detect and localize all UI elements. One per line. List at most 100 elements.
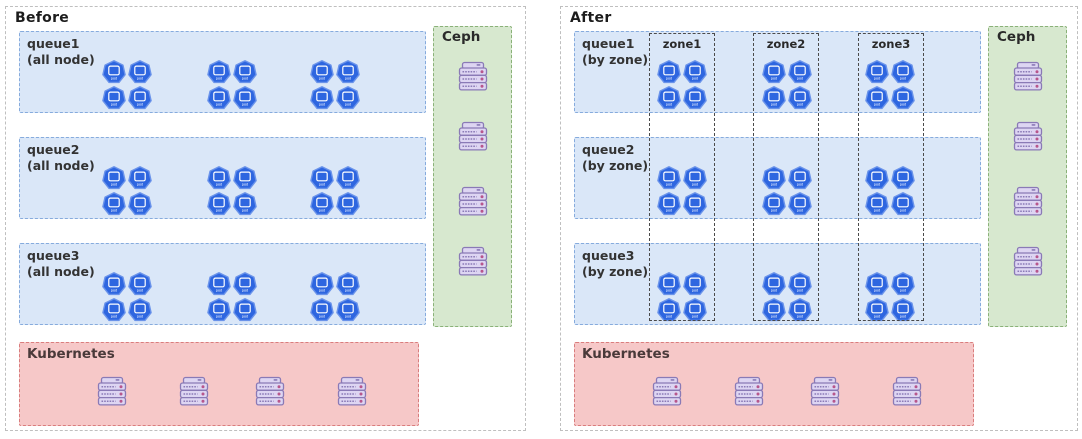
pod-icon: pod — [336, 192, 360, 216]
svg-text:pod: pod — [345, 183, 351, 187]
svg-text:pod: pod — [771, 315, 777, 319]
server-icon — [458, 186, 488, 216]
panel-before: Before queue1 (all node) pod pod pod pod… — [5, 6, 526, 431]
pod-group: pod pod pod pod — [865, 272, 917, 322]
pod-icon: pod — [233, 86, 257, 110]
server-icon — [1013, 61, 1043, 91]
pod-icon: pod — [657, 192, 681, 216]
server-icon — [1013, 246, 1043, 276]
zone-box-zone3: zone3 — [858, 33, 924, 321]
pod-icon: pod — [128, 272, 152, 296]
server-icon — [458, 61, 488, 91]
pod-group: pod pod pod pod — [657, 166, 709, 216]
server-icon — [1013, 121, 1043, 151]
pod-icon: pod — [788, 86, 812, 110]
pod-group: pod pod pod pod — [310, 166, 362, 216]
svg-text:pod: pod — [900, 315, 906, 319]
pod-icon: pod — [788, 192, 812, 216]
pod-icon: pod — [233, 166, 257, 190]
pod-icon: pod — [683, 86, 707, 110]
ceph-label: Ceph — [442, 29, 481, 45]
queue-box: queue3 (all node) pod pod pod pod pod po… — [19, 243, 426, 325]
svg-text:pod: pod — [242, 103, 248, 107]
pod-icon: pod — [762, 166, 786, 190]
pod-icon: pod — [788, 272, 812, 296]
svg-text:pod: pod — [797, 209, 803, 213]
queue-mode: (all node) — [27, 158, 95, 174]
ceph-box: Ceph — [433, 26, 512, 327]
pod-icon: pod — [657, 60, 681, 84]
pod-icon: pod — [865, 298, 889, 322]
svg-text:pod: pod — [692, 209, 698, 213]
pod-icon: pod — [891, 272, 915, 296]
pod-icon: pod — [762, 192, 786, 216]
server-icon — [97, 376, 127, 406]
pod-group: pod pod pod pod — [762, 272, 814, 322]
svg-text:pod: pod — [345, 315, 351, 319]
pod-icon: pod — [891, 60, 915, 84]
pod-icon: pod — [310, 272, 334, 296]
svg-text:pod: pod — [111, 289, 117, 293]
pod-icon: pod — [865, 192, 889, 216]
pod-group: pod pod pod pod — [310, 60, 362, 110]
svg-text:pod: pod — [216, 315, 222, 319]
pod-icon: pod — [762, 298, 786, 322]
zone-box-zone2: zone2 — [753, 33, 819, 321]
pod-icon: pod — [683, 272, 707, 296]
pod-icon: pod — [102, 166, 126, 190]
queue-box: queue1 (by zone) pod pod pod pod pod pod… — [574, 31, 981, 113]
pod-icon: pod — [102, 60, 126, 84]
svg-text:pod: pod — [666, 103, 672, 107]
svg-text:pod: pod — [874, 289, 880, 293]
svg-text:pod: pod — [692, 183, 698, 187]
queue-name: queue2 — [582, 142, 635, 157]
queue-name: queue3 — [582, 248, 635, 263]
pod-icon: pod — [891, 86, 915, 110]
svg-text:pod: pod — [797, 183, 803, 187]
pod-icon: pod — [102, 86, 126, 110]
zone-label: zone2 — [766, 37, 806, 51]
pod-icon: pod — [683, 166, 707, 190]
kubernetes-label: Kubernetes — [582, 346, 670, 362]
pod-icon: pod — [336, 298, 360, 322]
svg-text:pod: pod — [216, 103, 222, 107]
svg-text:pod: pod — [771, 289, 777, 293]
pod-icon: pod — [233, 298, 257, 322]
svg-text:pod: pod — [900, 77, 906, 81]
svg-text:pod: pod — [242, 183, 248, 187]
server-icon — [734, 376, 764, 406]
svg-text:pod: pod — [692, 77, 698, 81]
svg-text:pod: pod — [242, 289, 248, 293]
svg-text:pod: pod — [319, 289, 325, 293]
pod-group: pod pod pod pod — [102, 272, 154, 322]
svg-text:pod: pod — [771, 77, 777, 81]
svg-text:pod: pod — [771, 209, 777, 213]
pod-icon: pod — [788, 166, 812, 190]
pod-icon: pod — [788, 60, 812, 84]
svg-text:pod: pod — [319, 103, 325, 107]
pod-icon: pod — [310, 166, 334, 190]
pod-icon: pod — [865, 272, 889, 296]
queue-box: queue3 (by zone) pod pod pod pod pod pod… — [574, 243, 981, 325]
pod-group: pod pod pod pod — [207, 166, 259, 216]
pod-group: pod pod pod pod — [102, 60, 154, 110]
pod-icon: pod — [657, 272, 681, 296]
svg-text:pod: pod — [216, 77, 222, 81]
pod-group: pod pod pod pod — [865, 166, 917, 216]
kubernetes-box: Kubernetes — [19, 342, 419, 426]
queue-name: queue3 — [27, 248, 80, 263]
pod-icon: pod — [683, 60, 707, 84]
queue-mode: (by zone) — [582, 158, 649, 174]
panel-after-title: After — [570, 10, 612, 26]
pod-icon: pod — [762, 86, 786, 110]
pod-icon: pod — [102, 192, 126, 216]
pod-icon: pod — [207, 60, 231, 84]
svg-text:pod: pod — [137, 103, 143, 107]
zone-label: zone1 — [662, 37, 702, 51]
svg-text:pod: pod — [771, 103, 777, 107]
svg-text:pod: pod — [666, 209, 672, 213]
pod-icon: pod — [102, 298, 126, 322]
zone-box-zone1: zone1 — [649, 33, 715, 321]
svg-text:pod: pod — [874, 77, 880, 81]
svg-text:pod: pod — [319, 315, 325, 319]
